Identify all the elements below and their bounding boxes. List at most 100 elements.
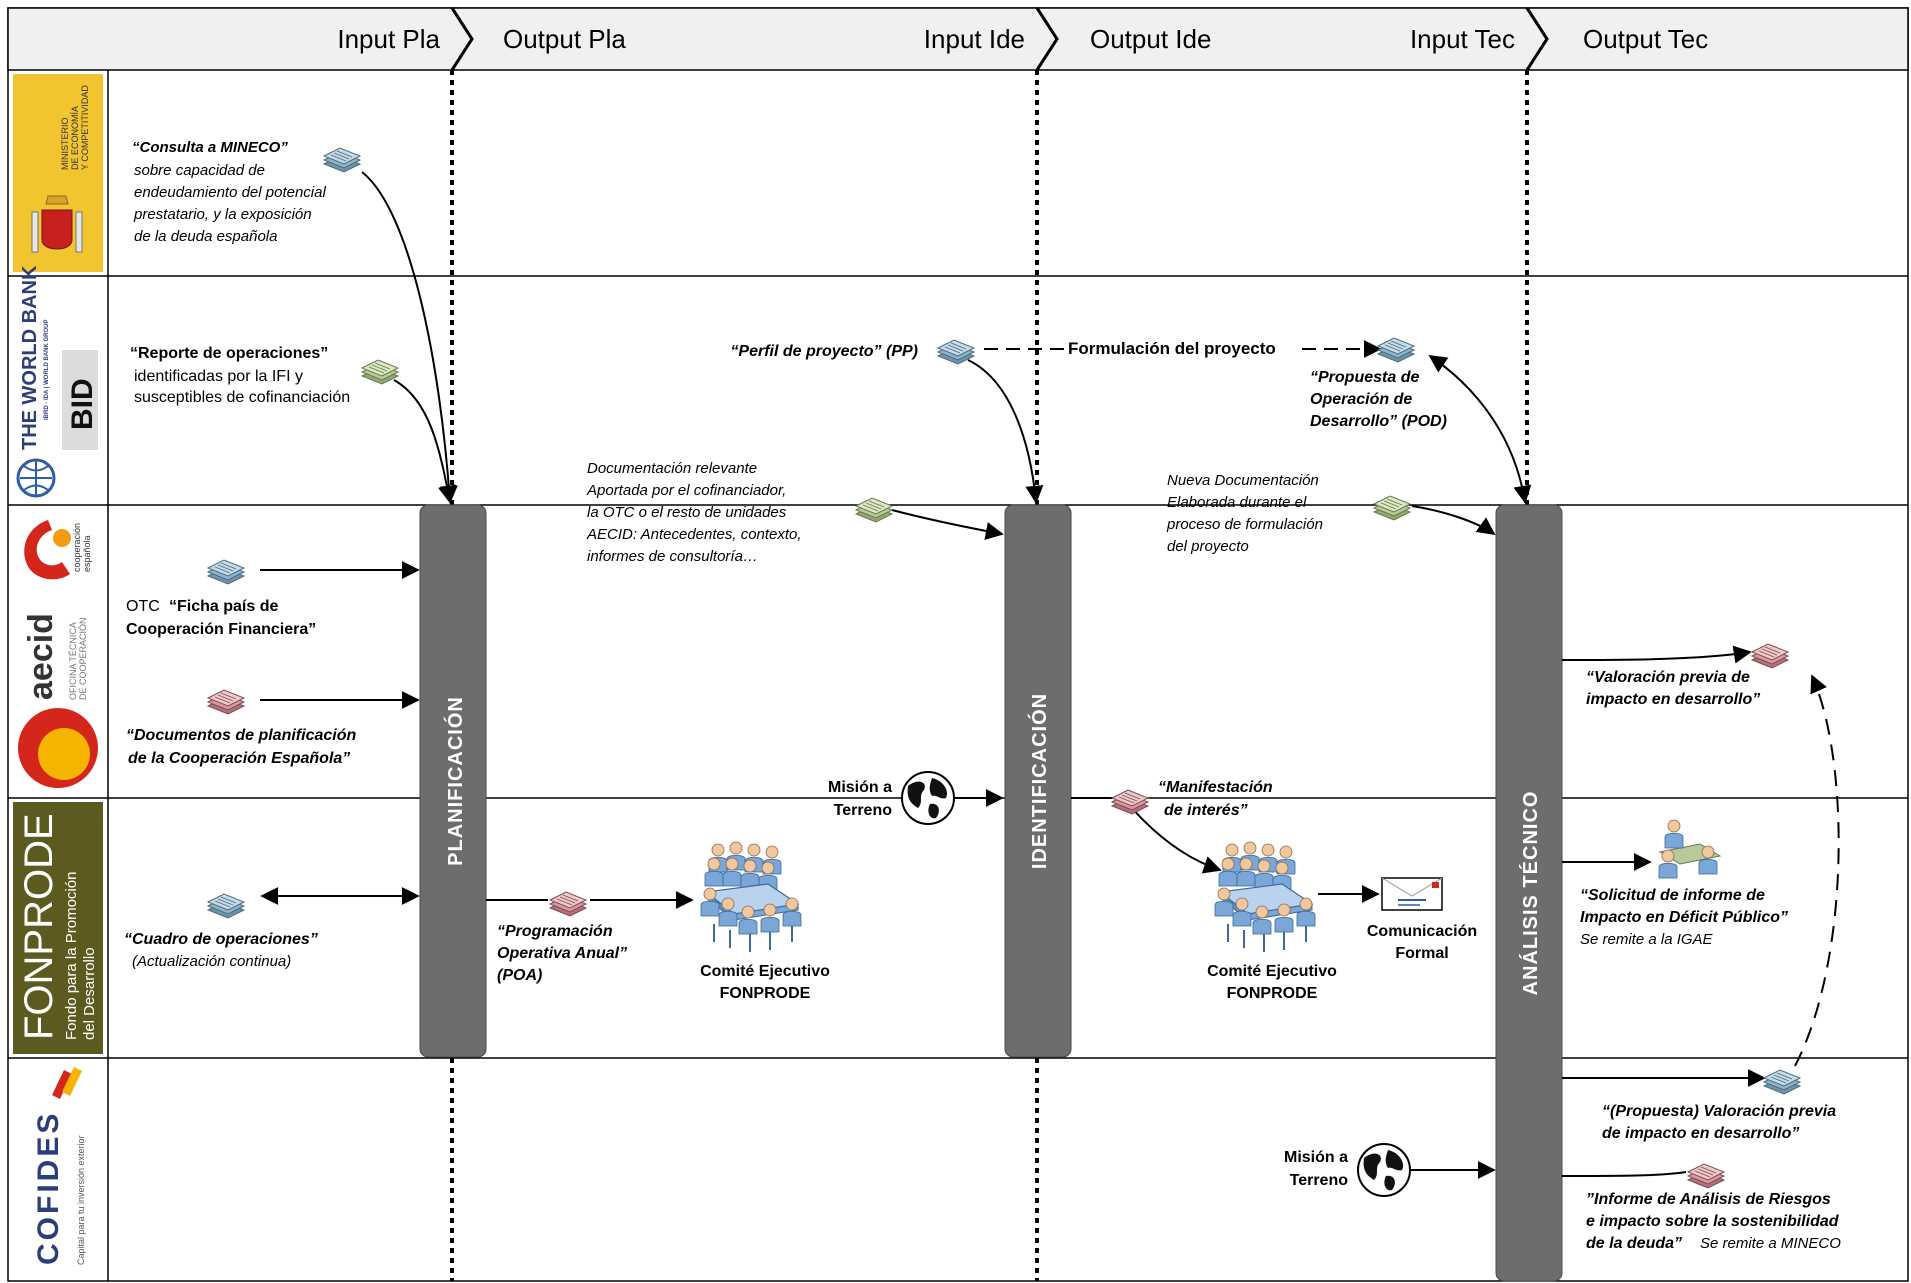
arrow-reporte-to-planificacion bbox=[393, 379, 456, 504]
mineco-consulta-line: de la deuda española bbox=[134, 228, 277, 245]
formulacion-proyecto: Formulación del proyecto bbox=[1068, 339, 1276, 358]
document-stack-icon bbox=[361, 359, 399, 385]
solicitud-note: Se remite a la IGAE bbox=[1580, 931, 1714, 948]
mineco-consulta-line: endeudamiento del potencial bbox=[134, 184, 326, 201]
reporte-line: identificadas por la IFI y bbox=[134, 368, 303, 385]
document-stack-icon bbox=[207, 893, 245, 919]
doc-relevante-line: Aportada por el cofinanciador, bbox=[586, 482, 786, 499]
phase-output-ide: Output Ide bbox=[1090, 24, 1211, 54]
svg-text:OFICINA TÉCNICA: OFICINA TÉCNICA bbox=[68, 622, 78, 700]
fonprode-logo: FONPRODE Fondo para la Promoción del Des… bbox=[13, 802, 103, 1054]
nueva-doc-line: Nueva Documentación bbox=[1167, 472, 1319, 489]
perfil-proyecto: “Perfil de proyecto” (PP) bbox=[730, 343, 918, 360]
committee-icon bbox=[1215, 842, 1315, 952]
svg-text:IDENTIFICACIÓN: IDENTIFICACIÓN bbox=[1027, 693, 1051, 869]
arrow-mineco-to-planificacion bbox=[361, 171, 458, 504]
mineco-consulta-line: prestatario, y la exposición bbox=[133, 206, 312, 223]
svg-text:DE ECONOMÍA: DE ECONOMÍA bbox=[70, 106, 80, 170]
propuesta-valoracion-line: “(Propuesta) Valoración previa bbox=[1602, 1103, 1836, 1120]
phase-output-pla: Output Pla bbox=[503, 24, 626, 54]
nueva-doc-line: Elaborada durante el bbox=[1167, 494, 1307, 511]
valoracion-line: impacto en desarrollo” bbox=[1586, 691, 1760, 708]
solicitud-line: “Solicitud de informe de bbox=[1580, 887, 1765, 904]
mision2-line: Misión a bbox=[1284, 1149, 1348, 1166]
mineco-logo: MINISTERIO DE ECONOMÍA Y COMPETITIVIDAD bbox=[13, 74, 103, 272]
comite1-line: Comité Ejecutivo bbox=[700, 963, 830, 980]
phase-chevron bbox=[1035, 7, 1059, 71]
reporte-title: “Reporte de operaciones” bbox=[130, 345, 328, 362]
stage-planificacion: PLANIFICACIÓN bbox=[419, 504, 487, 1058]
poa-line: Operativa Anual” bbox=[497, 945, 627, 962]
worldbank-bid-logo: THE WORLD BANK IBRD · IDA | WORLD BANK G… bbox=[13, 265, 103, 501]
mision1-line: Misión a bbox=[828, 779, 892, 796]
comunicacion-line: Formal bbox=[1395, 945, 1448, 962]
comite2-line: FONPRODE bbox=[1227, 985, 1318, 1002]
informe-riesgos-note: Se remite a MINECO bbox=[1700, 1235, 1841, 1252]
manifestacion-line: “Manifestación bbox=[1158, 779, 1273, 796]
committee-icon bbox=[701, 842, 801, 952]
document-stack-icon bbox=[323, 147, 361, 173]
phase-output-tec: Output Tec bbox=[1583, 24, 1708, 54]
svg-text:del Desarrollo: del Desarrollo bbox=[81, 947, 98, 1040]
doc-relevante-line: AECID: Antecedentes, contexto, bbox=[586, 526, 802, 543]
svg-text:BID: BID bbox=[66, 378, 99, 430]
stage-identificacion: IDENTIFICACIÓN bbox=[1004, 504, 1072, 1058]
ficha-pais-line: Cooperación Financiera” bbox=[126, 621, 316, 638]
doc-relevante-line: Documentación relevante bbox=[587, 460, 757, 477]
envelope-icon bbox=[1381, 877, 1443, 911]
ficha-pais-line: “Ficha país de bbox=[169, 598, 278, 615]
svg-text:Y COMPETITIVIDAD: Y COMPETITIVIDAD bbox=[80, 85, 90, 170]
svg-text:aecid: aecid bbox=[22, 613, 60, 700]
pod-line: Desarrollo” (POD) bbox=[1310, 413, 1447, 430]
svg-text:cooperación: cooperación bbox=[72, 523, 82, 572]
phase-chevron bbox=[450, 7, 474, 71]
comunicacion-line: Comunicación bbox=[1367, 923, 1477, 940]
cuadro-sub: (Actualización continua) bbox=[132, 953, 291, 970]
solicitud-line: Impacto en Déficit Público” bbox=[1580, 909, 1788, 926]
informe-riesgos-line: e impacto sobre la sostenibilidad bbox=[1586, 1213, 1840, 1230]
mision1-line: Terreno bbox=[834, 802, 893, 819]
svg-text:MINISTERIO: MINISTERIO bbox=[60, 117, 70, 170]
phase-input-tec: Input Tec bbox=[1410, 24, 1515, 54]
phase-chevron bbox=[1525, 7, 1549, 71]
nueva-doc-line: del proyecto bbox=[1167, 538, 1249, 555]
dashed-arrow-propuesta-to-valoracion bbox=[1794, 674, 1840, 1067]
svg-text:Capital para tu inversión exte: Capital para tu inversión exterior bbox=[76, 1135, 86, 1265]
document-stack-icon bbox=[207, 689, 245, 715]
comite1-line: FONPRODE bbox=[720, 985, 811, 1002]
comite2-line: Comité Ejecutivo bbox=[1207, 963, 1337, 980]
document-stack-icon bbox=[549, 891, 587, 917]
phase-header bbox=[7, 7, 1909, 71]
svg-text:Fondo para la Promoción: Fondo para la Promoción bbox=[63, 872, 80, 1040]
mineco-consulta-line: sobre capacidad de bbox=[134, 162, 265, 179]
cuadro-title: “Cuadro de operaciones” bbox=[124, 931, 318, 948]
arrow-nuevadoc-to-analisis bbox=[1411, 505, 1496, 536]
propuesta-valoracion-line: de impacto en desarrollo” bbox=[1602, 1125, 1799, 1142]
pod-line: Operación de bbox=[1310, 391, 1412, 408]
docs-planificacion-line: “Documentos de planificación bbox=[126, 727, 356, 744]
svg-text:PLANIFICACIÓN: PLANIFICACIÓN bbox=[443, 696, 467, 866]
arrow-analisis-to-valoracion bbox=[1561, 645, 1752, 664]
svg-text:THE WORLD BANK: THE WORLD BANK bbox=[19, 265, 41, 450]
svg-text:IBRD · IDA | WORLD BANK GROUP: IBRD · IDA | WORLD BANK GROUP bbox=[44, 320, 50, 420]
svg-text:española: española bbox=[82, 535, 92, 572]
document-stack-icon bbox=[855, 497, 893, 523]
phase-input-pla: Input Pla bbox=[337, 24, 440, 54]
arrow-perfil-to-identificacion bbox=[967, 359, 1044, 504]
pod-line: “Propuesta de bbox=[1310, 369, 1419, 386]
line-analisis-to-informe bbox=[1561, 1171, 1687, 1177]
ficha-pais-prefix: OTC bbox=[126, 598, 160, 615]
svg-text:FONPRODE: FONPRODE bbox=[17, 813, 61, 1040]
informe-riesgos-line: ”Informe de Análisis de Riesgos bbox=[1586, 1191, 1831, 1208]
document-stack-icon bbox=[1687, 1163, 1725, 1189]
phase-input-ide: Input Ide bbox=[924, 24, 1025, 54]
docs-planificacion-line: de la Cooperación Española” bbox=[128, 750, 350, 767]
mineco-consulta-title: “Consulta a MINECO” bbox=[132, 139, 288, 156]
cooperacion-aecid-logo: cooperación española aecid OFICINA TÉCNI… bbox=[13, 509, 103, 794]
reporte-line: susceptibles de cofinanciación bbox=[134, 389, 350, 406]
document-stack-icon bbox=[1763, 1069, 1801, 1095]
arrow-manifestacion-to-comite bbox=[1129, 805, 1222, 874]
svg-text:COFIDES: COFIDES bbox=[32, 1111, 65, 1265]
manifestacion-line: de interés” bbox=[1164, 802, 1248, 819]
